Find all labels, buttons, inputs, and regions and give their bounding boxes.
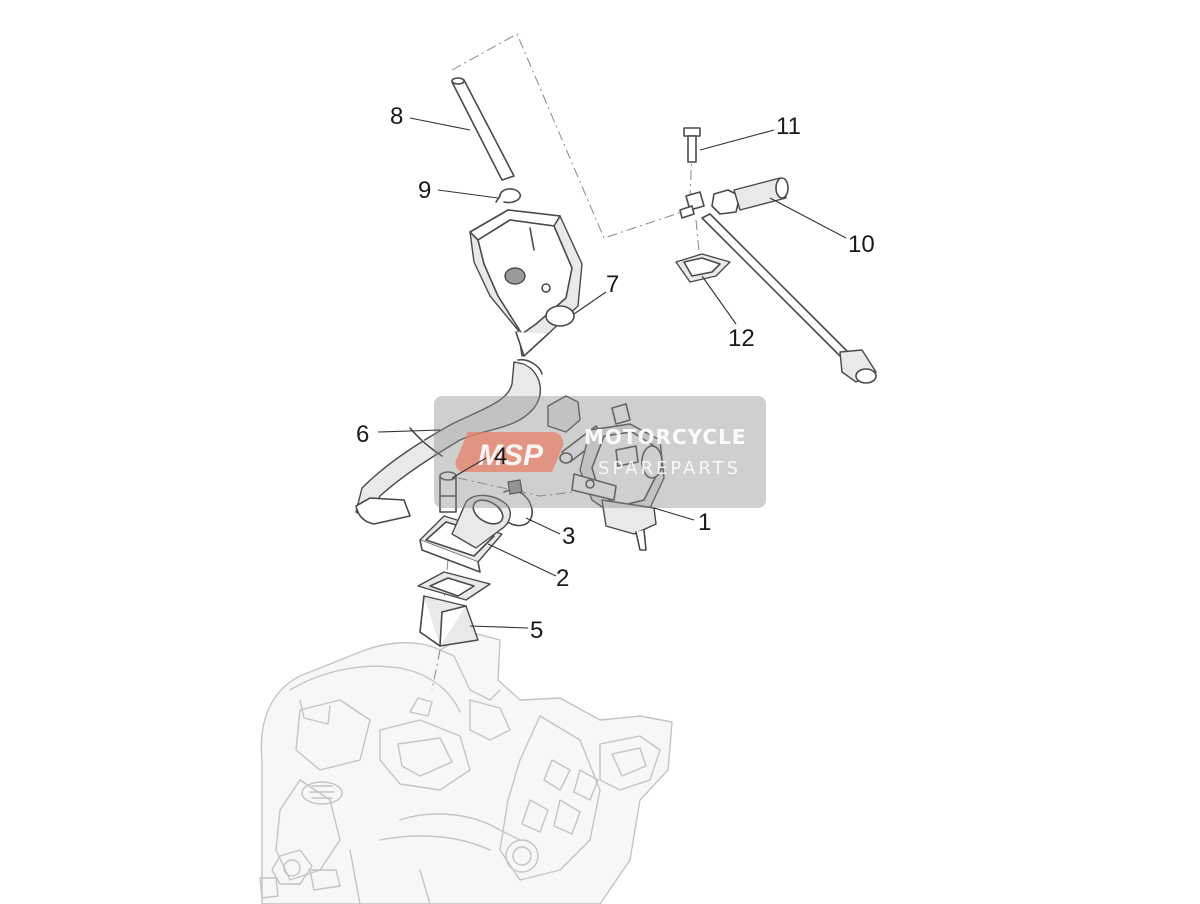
leader-lines: [377, 117, 847, 629]
watermark-box: [434, 396, 766, 508]
part-8-breather-pipe: [451, 77, 515, 181]
part-3-clamp: [503, 479, 533, 527]
assembly-guide-lines: [431, 33, 701, 691]
part-6-intake-hose: [355, 358, 543, 525]
part-7-intake-housing: [469, 209, 583, 357]
callout-2: 2: [556, 565, 569, 592]
watermark-line-1: MOTORCYCLE: [584, 425, 746, 449]
callout-labels: 1 2 3 4 5 6 7 8 9 10 11 12: [356, 103, 875, 644]
watermark-line-2: SPAREPARTS: [598, 458, 741, 479]
callout-1: 1: [698, 509, 711, 536]
watermark: MSP MOTORCYCLE SPAREPARTS: [434, 396, 766, 508]
part-11-bolt: [683, 127, 701, 163]
part-9-hose-clip: [495, 188, 522, 204]
callout-6: 6: [356, 421, 369, 448]
part-5-reed-valve: [417, 571, 491, 647]
callout-11: 11: [776, 113, 801, 140]
callout-3: 3: [562, 523, 575, 550]
part-12-bracket-clip: [675, 253, 731, 283]
callout-4: 4: [494, 443, 507, 470]
watermark-logo-text: MSP: [478, 439, 544, 472]
engine-crankcase: [259, 631, 673, 904]
callout-12: 12: [728, 325, 755, 352]
part-10-choke-cable: [679, 177, 877, 384]
callout-9: 9: [418, 177, 431, 204]
part-2-intake-manifold: [419, 494, 511, 573]
callout-5: 5: [530, 617, 543, 644]
watermark-logo-shape: [455, 432, 564, 472]
callout-8: 8: [390, 103, 403, 130]
callout-10: 10: [848, 231, 875, 258]
callout-7: 7: [606, 271, 619, 298]
part-1-carburetor: [547, 395, 665, 551]
